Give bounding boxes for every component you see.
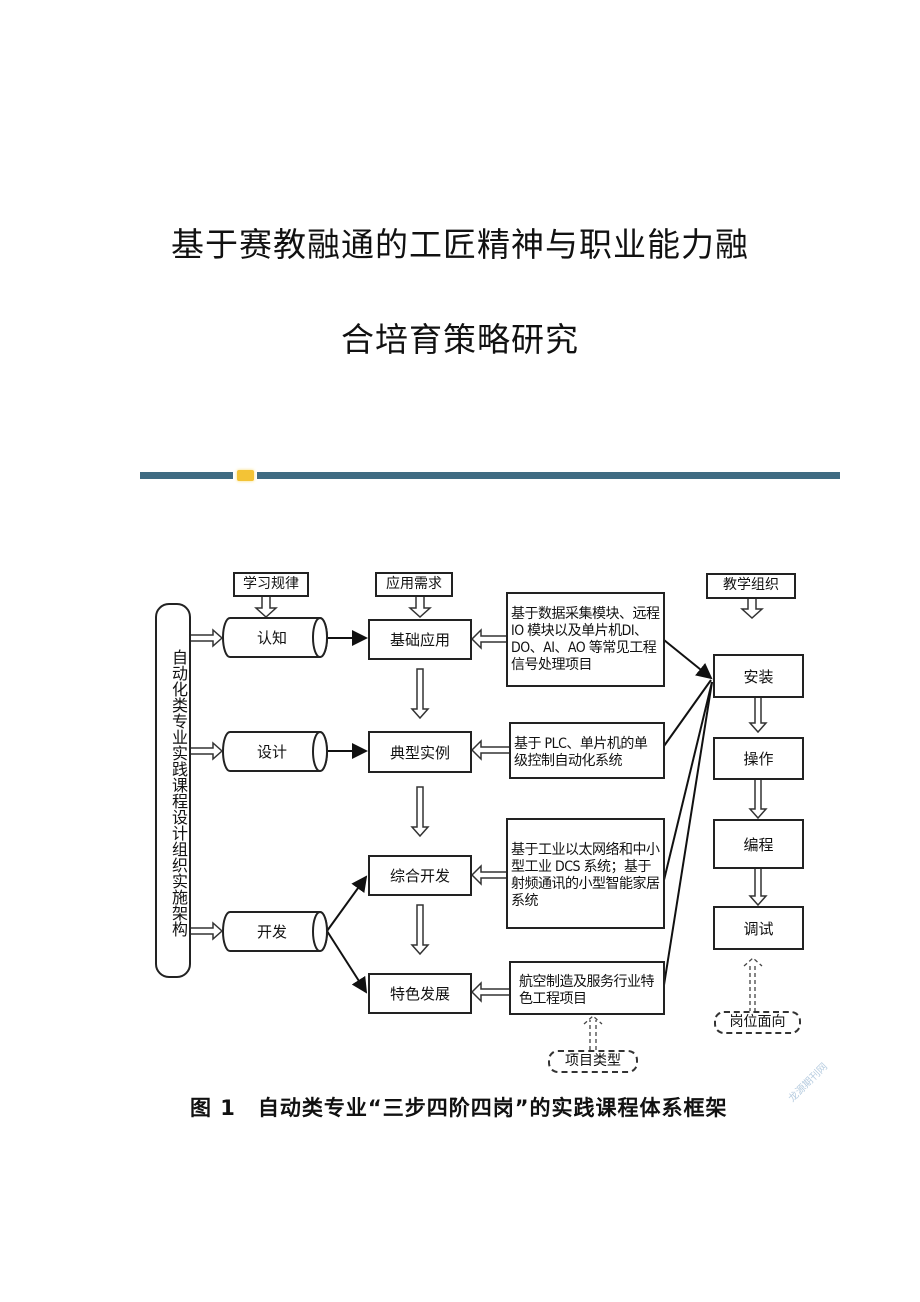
document-title-line-2: 合培育策略研究 xyxy=(341,320,579,359)
project-box-1: 基于数据采集模块、远程 IO 模块以及单片机DI、DO、AI、AO 等常见工程信… xyxy=(506,592,665,687)
post-programming: 编程 xyxy=(713,819,804,869)
post-debugging: 调试 xyxy=(713,906,804,950)
stage-featured-development: 特色发展 xyxy=(368,973,472,1014)
document-title-line-1: 基于赛教融通的工匠精神与职业能力融 xyxy=(171,225,749,264)
stage-basic-application: 基础应用 xyxy=(368,619,472,660)
step-design: 设计 xyxy=(256,743,287,761)
label-post-orientation: 岗位面向 xyxy=(714,1011,801,1034)
step-cognition: 认知 xyxy=(256,629,287,647)
vertical-framework-label: 自动化类专业实践课程设计组织实施架构 xyxy=(155,603,191,978)
label-application-demand: 应用需求 xyxy=(375,572,453,597)
divider-left xyxy=(140,472,233,479)
label-teaching-organization: 教学组织 xyxy=(706,573,796,599)
envelope-icon xyxy=(237,470,254,481)
step-development: 开发 xyxy=(256,923,287,941)
post-installation: 安装 xyxy=(713,654,804,698)
project-box-2: 基于 PLC、单片机的单级控制自动化系统 xyxy=(509,722,665,779)
stage-comprehensive-development: 综合开发 xyxy=(368,855,472,896)
hollow-arrows xyxy=(191,596,768,1003)
project-box-4: 航空制造及服务行业特色工程项目 xyxy=(509,961,665,1015)
label-project-type: 项目类型 xyxy=(548,1050,638,1073)
figure-caption: 图 1 自动类专业“三步四阶四岗”的实践课程体系框架 xyxy=(190,1096,728,1120)
cylinder-shapes xyxy=(222,617,328,952)
stage-typical-example: 典型实例 xyxy=(368,731,472,773)
project-box-3: 基于工业以太网络和中小型工业 DCS 系统；基于射频通讯的小型智能家居系统 xyxy=(506,818,665,929)
divider-right xyxy=(257,472,840,479)
post-operation: 操作 xyxy=(713,737,804,780)
label-learning-pattern: 学习规律 xyxy=(233,572,309,597)
